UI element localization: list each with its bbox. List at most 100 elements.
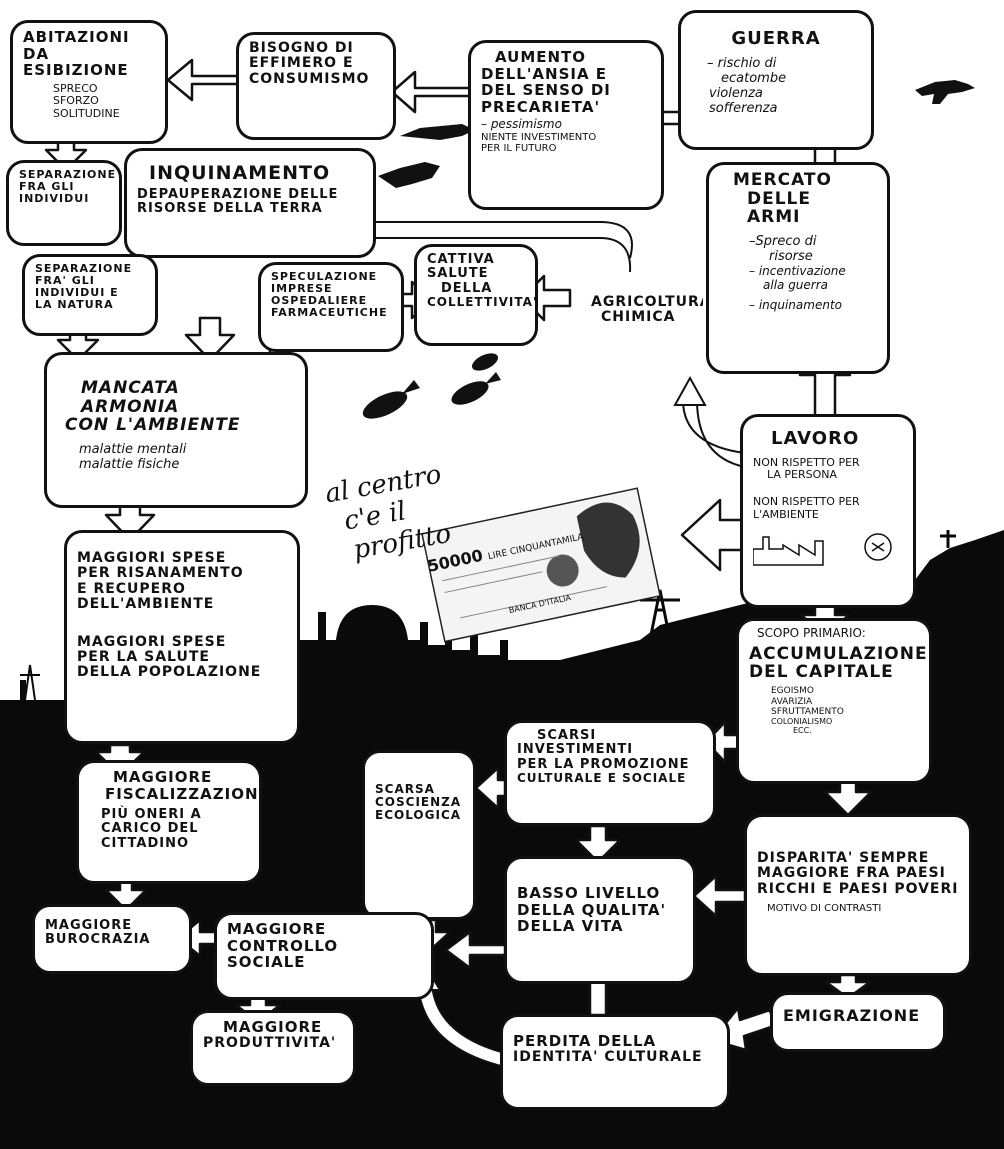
label: IMPRESE bbox=[271, 282, 333, 296]
item: –Spreco di bbox=[749, 234, 817, 250]
label: DEPAUPERAZIONE DELLE bbox=[137, 186, 339, 202]
item: SFORZO bbox=[53, 94, 99, 108]
label: CARICO DEL bbox=[101, 821, 199, 837]
item: LA PERSONA bbox=[767, 468, 838, 482]
box-abitazioni-esibizione: ABITAZIONI DA ESIBIZIONE SPRECO SFORZO S… bbox=[10, 20, 168, 144]
connector-outline-2 bbox=[682, 399, 746, 468]
item: malattie fisiche bbox=[79, 457, 180, 472]
box-speculazione: SPECULAZIONE IMPRESE OSPEDALIERE FARMACE… bbox=[258, 262, 404, 352]
box-maggiore-produttivita: MAGGIORE PRODUTTIVITA' bbox=[190, 1010, 356, 1086]
bomb-drawing-2 bbox=[451, 372, 501, 405]
label: ABITAZIONI DA bbox=[23, 28, 130, 63]
label: FARMACEUTICHE bbox=[271, 306, 388, 320]
label: BASSO LIVELLO bbox=[517, 884, 661, 902]
arrow-disparita-to-basso bbox=[692, 874, 747, 918]
item: EGOISMO bbox=[771, 686, 814, 697]
item: NON RISPETTO PER bbox=[753, 455, 860, 469]
item: risorse bbox=[769, 249, 813, 264]
item: violenza bbox=[709, 85, 763, 101]
label: CONSUMISMO bbox=[249, 70, 370, 87]
label: AGRICOLTURA bbox=[591, 294, 706, 310]
jet-plane-middle bbox=[400, 124, 475, 140]
label: SEPARAZIONE bbox=[35, 262, 133, 275]
box-separazione-natura: SEPARAZIONE FRA' GLI INDIVIDUI E LA NATU… bbox=[22, 254, 158, 336]
box-separazione-individui: SEPARAZIONE FRA GLI INDIVIDUI bbox=[6, 160, 122, 246]
label: MERCATO bbox=[733, 170, 832, 190]
label: CITTADINO bbox=[101, 835, 190, 851]
bomb-drawing-3 bbox=[471, 353, 499, 371]
label: AUMENTO bbox=[495, 48, 587, 66]
label: DEL CAPITALE bbox=[749, 662, 894, 683]
label: GUERRA bbox=[731, 28, 821, 49]
label: BISOGNO DI bbox=[249, 40, 354, 56]
item: ECC. bbox=[793, 726, 812, 736]
box-cattiva-salute: CATTIVA SALUTE DELLA COLLETTIVITA' bbox=[414, 244, 538, 346]
box-inquinamento: INQUINAMENTO DEPAUPERAZIONE DELLE RISORS… bbox=[124, 148, 376, 258]
box-emigrazione: EMIGRAZIONE bbox=[770, 992, 946, 1052]
label: LA NATURA bbox=[35, 298, 114, 312]
box-guerra: GUERRA – rischio di ecatombe violenza so… bbox=[678, 10, 874, 150]
label: FRA GLI bbox=[19, 180, 75, 194]
label: DELLA QUALITA' bbox=[517, 900, 667, 919]
label: INDIVIDUI E bbox=[35, 286, 119, 300]
arrow-scarsi-to-scarsa bbox=[474, 766, 507, 810]
box-disparita: DISPARITA' SEMPRE MAGGIORE FRA PAESI RIC… bbox=[744, 814, 972, 976]
box-maggiore-burocrazia: MAGGIORE BUROCRAZIA bbox=[32, 904, 192, 974]
box-perdita-identita: PERDITA DELLA IDENTITA' CULTURALE bbox=[500, 1014, 730, 1110]
label: SPECULAZIONE bbox=[271, 270, 378, 283]
box-agricoltura: AGRICOLTURA CHIMICA bbox=[578, 280, 706, 350]
box-scarsa-coscienza: SCARSA COSCIENZA ECOLOGICA bbox=[362, 750, 476, 920]
label: SALUTE bbox=[427, 266, 489, 282]
item: MOTIVO DI CONTRASTI bbox=[767, 903, 882, 915]
label: RICCHI E PAESI POVERI bbox=[757, 880, 959, 897]
item: SFRUTTAMENTO bbox=[771, 706, 844, 717]
label: SCARSI bbox=[537, 728, 597, 743]
item: sofferenza bbox=[709, 100, 778, 116]
antenna-drawing bbox=[940, 530, 956, 548]
label: MAGGIORI SPESE bbox=[77, 550, 227, 566]
label: CON L'AMBIENTE bbox=[65, 415, 241, 436]
label: PER LA SALUTE bbox=[77, 648, 210, 665]
box-bisogno-effimero: BISOGNO DI EFFIMERO E CONSUMISMO bbox=[236, 32, 396, 140]
label: DELL'ANSIA E bbox=[481, 64, 608, 83]
jet-plane-right bbox=[915, 80, 975, 104]
label: ARMONIA bbox=[81, 396, 180, 417]
label: E RECUPERO bbox=[77, 580, 186, 597]
arrowhead-agricoltura bbox=[673, 375, 707, 406]
label: INQUINAMENTO bbox=[149, 162, 331, 184]
label: BUROCRAZIA bbox=[45, 932, 151, 948]
banknote-drawing bbox=[421, 487, 661, 643]
item: malattie mentali bbox=[79, 442, 187, 458]
box-maggiore-controllo: MAGGIORE CONTROLLO SOCIALE bbox=[214, 912, 434, 1000]
label: CULTURALE E SOCIALE bbox=[517, 770, 687, 785]
label: PRODUTTIVITA' bbox=[203, 1034, 337, 1051]
label: MAGGIORE bbox=[223, 1018, 323, 1036]
label: MAGGIORE FRA PAESI bbox=[757, 865, 946, 882]
label: FISCALIZZAZIONE bbox=[105, 784, 262, 803]
label: CONTROLLO bbox=[227, 936, 339, 955]
item: AVARIZIA bbox=[771, 696, 813, 707]
label: PIÙ ONERI A bbox=[101, 807, 202, 822]
arrow-inquinamento-to-mancata bbox=[184, 316, 236, 362]
label: COSCIENZA bbox=[375, 795, 462, 810]
item: COLONIALISMO bbox=[771, 717, 833, 727]
jet-plane-left bbox=[378, 162, 440, 188]
connector-curve-perdita bbox=[418, 978, 512, 1067]
label: SEPARAZIONE bbox=[19, 168, 117, 181]
bomb-drawing-1 bbox=[362, 380, 420, 419]
label: CATTIVA bbox=[427, 252, 495, 267]
arrow-bisogno-to-abitazioni bbox=[166, 58, 240, 102]
label: EMIGRAZIONE bbox=[783, 1006, 921, 1025]
arrow-scarsi-to-basso bbox=[574, 824, 622, 864]
label: PRECARIETA' bbox=[481, 97, 601, 116]
label: ECOLOGICA bbox=[375, 808, 462, 823]
box-maggiore-fiscalizzazione: MAGGIORE FISCALIZZAZIONE PIÙ ONERI A CAR… bbox=[76, 760, 262, 884]
label: PERDITA DELLA bbox=[513, 1032, 657, 1050]
item: alla guerra bbox=[763, 277, 829, 292]
label: MANCATA bbox=[81, 378, 180, 398]
arrow-basso-to-controllo bbox=[444, 930, 507, 970]
label: SCOPO PRIMARIO: bbox=[757, 626, 866, 640]
label: COLLETTIVITA' bbox=[427, 294, 538, 309]
item: SPRECO bbox=[53, 81, 98, 95]
label: EFFIMERO E bbox=[249, 55, 354, 72]
